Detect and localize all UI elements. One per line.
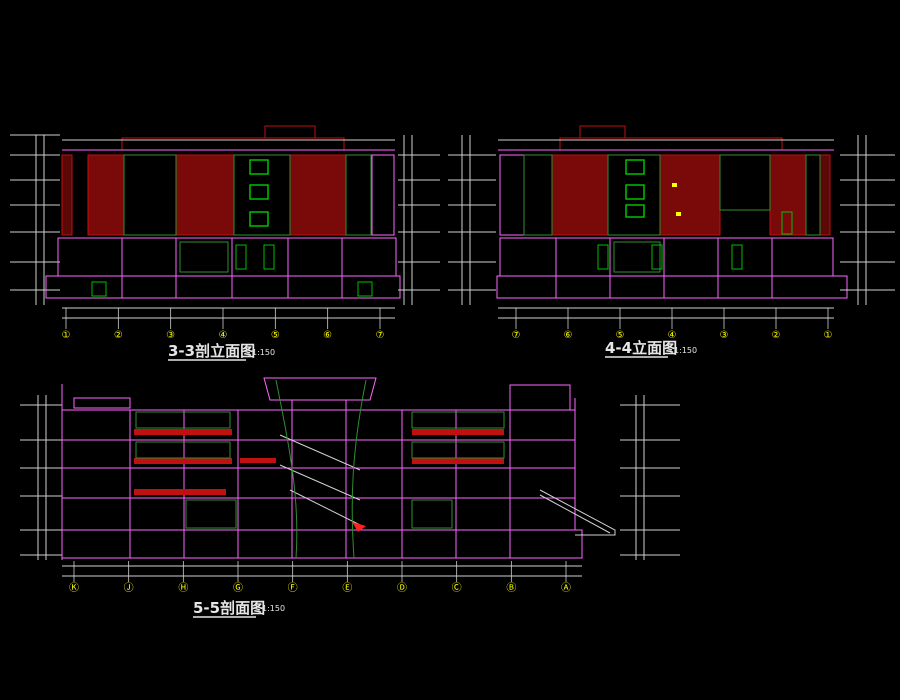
accent-marks xyxy=(672,183,681,216)
brick-facade xyxy=(61,154,347,236)
axis-label: ① xyxy=(824,330,833,341)
drawing-title: 3-3剖立面图 xyxy=(168,342,255,360)
axis-label: ④ xyxy=(668,330,677,341)
axis-label: Ⓗ xyxy=(178,582,188,594)
central-windows xyxy=(625,159,645,218)
drawing-scale: 1:150 xyxy=(262,604,285,613)
axis-label: Ⓖ xyxy=(233,582,243,594)
axis-label: ③ xyxy=(720,330,729,341)
left-level-marks xyxy=(20,395,62,560)
axis-bubbles: ⑦ ⑥ ⑤ ④ ③ ② ① xyxy=(512,308,833,341)
ground-floor xyxy=(496,237,848,299)
central-windows xyxy=(249,159,269,227)
drawing-title: 5-5剖面图 xyxy=(193,599,265,617)
roof-parapet xyxy=(498,125,834,151)
drawing-title: 4-4立面图 xyxy=(605,339,677,357)
right-level-marks xyxy=(620,395,680,560)
ground-glazing xyxy=(91,241,373,297)
interior-glazing xyxy=(135,411,505,529)
axis-label: Ⓒ xyxy=(452,582,462,594)
dimension-lines xyxy=(62,307,395,319)
drawing-scale: 1:150 xyxy=(252,348,275,357)
axis-label: ② xyxy=(114,330,123,341)
axis-label: ⑥ xyxy=(564,330,573,341)
right-level-marks xyxy=(398,135,440,305)
axis-label: ④ xyxy=(219,330,228,341)
axis-label: ⑦ xyxy=(512,330,521,341)
left-level-marks xyxy=(448,135,496,305)
ground-floor xyxy=(45,237,401,299)
axis-label: ① xyxy=(62,330,71,341)
curtain-wall xyxy=(123,154,395,236)
atrium-stairs xyxy=(275,379,367,559)
axis-label: ② xyxy=(772,330,781,341)
external-ramp xyxy=(539,489,616,536)
section-5-5: Ⓚ Ⓙ Ⓗ Ⓖ Ⓕ Ⓔ Ⓓ Ⓒ Ⓑ Ⓐ 5-5剖面图 1:150 xyxy=(20,377,680,618)
dimension-lines xyxy=(498,307,834,319)
ground-glazing xyxy=(597,211,793,273)
axis-label: ③ xyxy=(166,330,175,341)
axis-label: Ⓔ xyxy=(342,582,352,594)
left-level-marks xyxy=(10,134,60,305)
axis-label: Ⓕ xyxy=(288,582,298,594)
axis-bubbles: Ⓚ Ⓙ Ⓗ Ⓖ Ⓕ Ⓔ Ⓓ Ⓒ Ⓑ Ⓐ xyxy=(69,561,571,594)
axis-label: Ⓓ xyxy=(397,582,407,594)
elevation-4-4: ⑦ ⑥ ⑤ ④ ③ ② ① 4-4立面图 1:150 xyxy=(448,125,895,358)
axis-label: Ⓙ xyxy=(124,582,134,594)
curtain-wall xyxy=(499,154,821,236)
axis-label: Ⓚ xyxy=(69,582,79,594)
axis-label: ⑤ xyxy=(616,330,625,341)
brick-facade xyxy=(551,154,831,236)
right-level-marks xyxy=(840,135,895,305)
elevation-3-3: ① ② ③ ④ ⑤ ⑥ ⑦ 3-3剖立面图 1:150 xyxy=(10,125,440,361)
axis-label: Ⓐ xyxy=(561,582,571,594)
axis-label: ⑤ xyxy=(271,330,280,341)
axis-label: ⑦ xyxy=(376,330,385,341)
axis-label: ⑥ xyxy=(323,330,332,341)
axis-label: Ⓑ xyxy=(506,582,516,594)
roof-parapet xyxy=(62,125,395,151)
drawing-scale: 1:150 xyxy=(674,346,697,355)
section-arrow xyxy=(352,522,366,532)
floor-slabs xyxy=(134,429,504,495)
dimension-lines xyxy=(62,565,582,577)
axis-bubbles: ① ② ③ ④ ⑤ ⑥ ⑦ xyxy=(62,308,385,341)
